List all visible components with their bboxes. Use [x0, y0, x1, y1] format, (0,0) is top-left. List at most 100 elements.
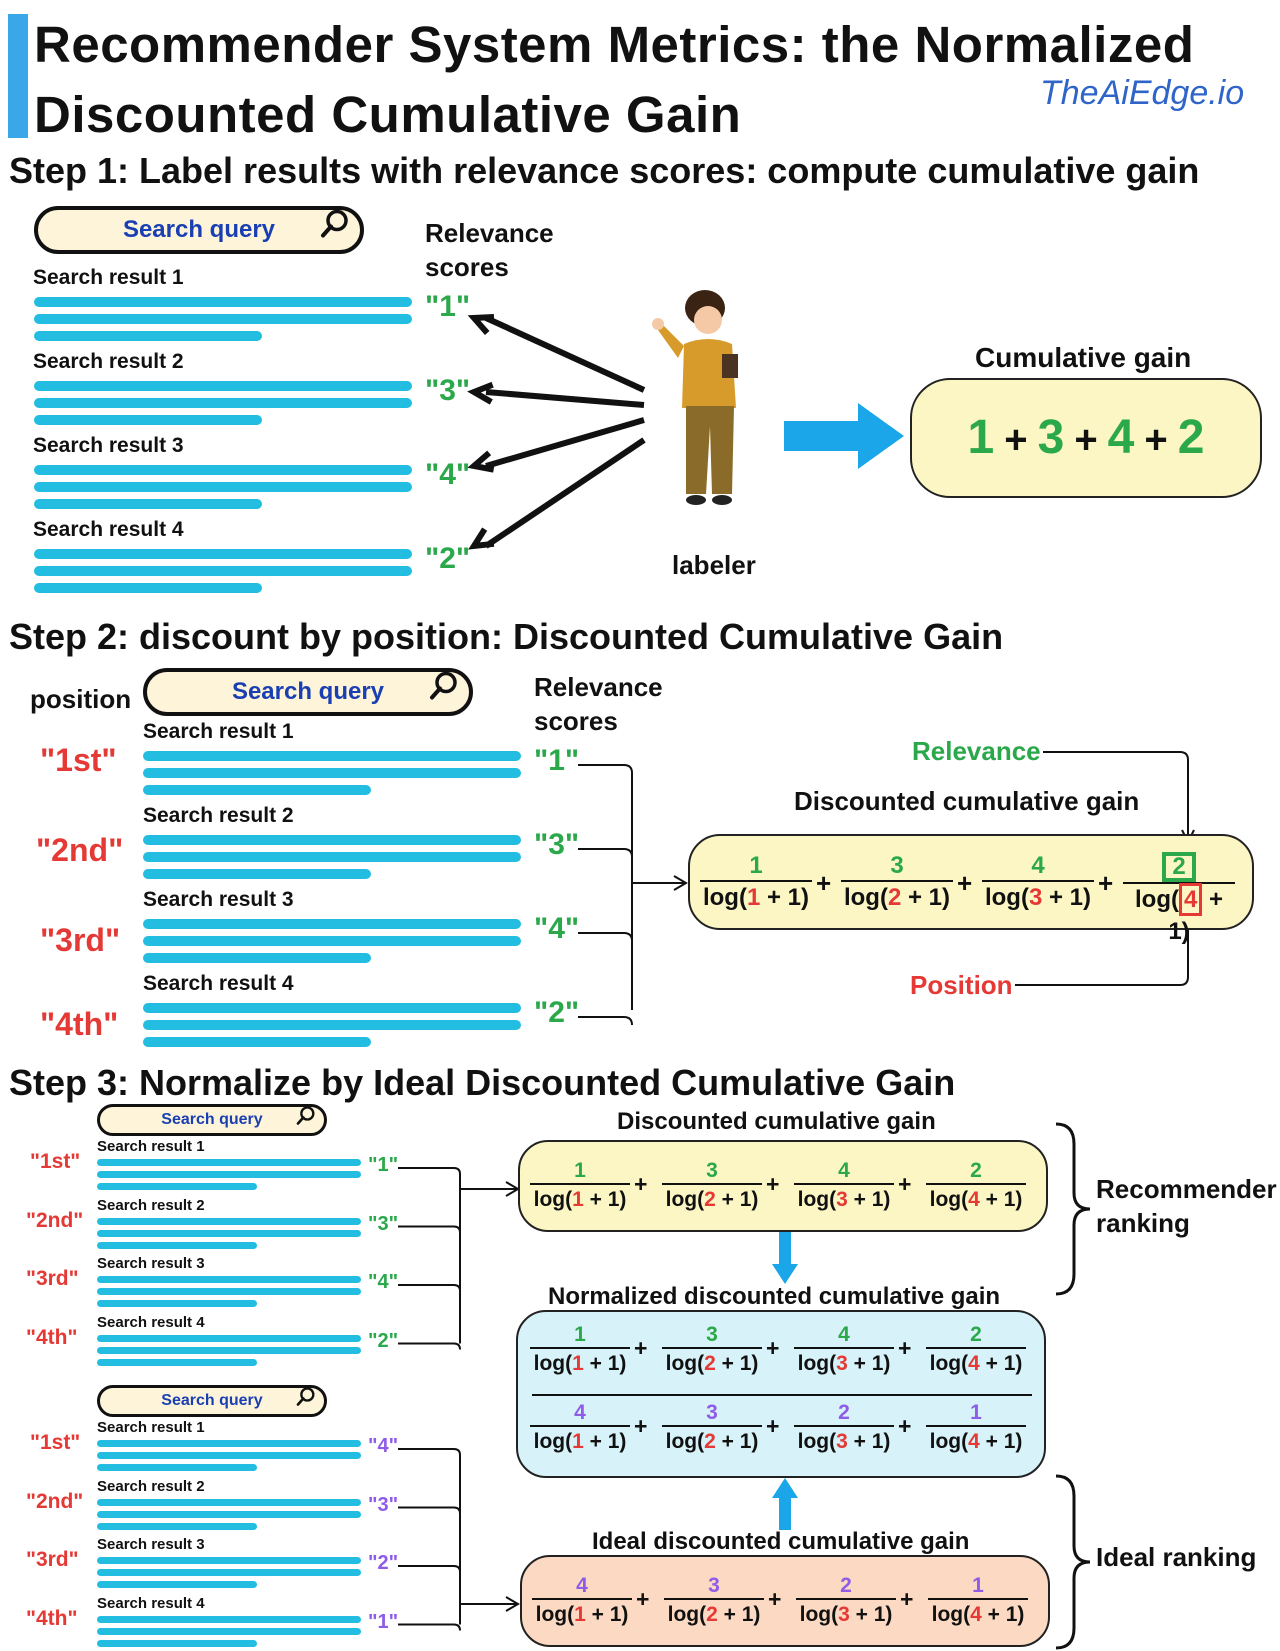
curly-brace — [1055, 1474, 1091, 1650]
search-result-label: Search result 4 — [97, 1594, 205, 1612]
log-suffix: + 1) — [847, 1352, 891, 1375]
result-text-line — [97, 1569, 361, 1576]
relevance-score: "1" — [368, 1610, 399, 1633]
search-query-box[interactable]: Search query — [97, 1385, 327, 1417]
log-prefix: log( — [1134, 886, 1179, 913]
position-value: 4 — [968, 1352, 980, 1375]
connector — [398, 1167, 461, 1175]
relevance-score: "2" — [368, 1329, 399, 1352]
fraction-denominator: log(3 + 1) — [796, 1598, 896, 1629]
log-prefix: log( — [929, 1430, 969, 1453]
search-result-label: Search result 4 — [97, 1313, 205, 1331]
log-prefix: log( — [797, 1430, 837, 1453]
fraction-numerator: 3 — [706, 1401, 718, 1424]
search-result-label: Search result 4 — [143, 972, 294, 995]
result-text-line — [143, 953, 371, 963]
search-icon — [320, 209, 350, 252]
log-prefix: log( — [929, 1188, 969, 1211]
ndcg-title: Normalized discounted cumulative gain — [548, 1283, 1001, 1310]
fraction-denominator: log(4 + 1) — [926, 1347, 1026, 1378]
title-accent-bar — [8, 14, 28, 138]
plus-sign: + — [898, 1335, 912, 1361]
recommender-ranking-line-1: Recommender — [1096, 1174, 1277, 1204]
log-prefix: log( — [533, 1430, 573, 1453]
result-text-line — [143, 919, 521, 929]
relevance-score: "2" — [368, 1552, 399, 1574]
result-text-line — [97, 1615, 361, 1623]
result-text-line — [143, 785, 371, 795]
connector — [578, 1016, 633, 1026]
log-suffix: + 1) — [715, 1188, 759, 1211]
fraction-numerator: 2 — [970, 1159, 982, 1182]
search-query-box[interactable]: Search query — [143, 668, 473, 716]
log-suffix: + 1) — [847, 1430, 891, 1453]
position-value: 1 — [572, 1352, 584, 1375]
main-fraction-bar — [532, 1394, 1032, 1396]
fraction-denominator: log(4 + 1) — [926, 1425, 1026, 1456]
fraction-denominator: log(4 + 1) — [1123, 882, 1235, 948]
plus-sign: + — [766, 1413, 780, 1439]
position-value: 3 — [836, 1188, 848, 1211]
plus-sign: + — [636, 1586, 650, 1612]
fraction-numerator: 3 — [708, 1574, 720, 1597]
search-query-box[interactable]: Search query — [34, 206, 364, 254]
log-prefix: log( — [843, 884, 888, 911]
result-text-line — [34, 331, 262, 341]
result-text-line — [143, 852, 521, 862]
connector-arrowhead — [505, 1596, 520, 1612]
search-query-label: Search query — [161, 1111, 263, 1128]
result-text-line — [143, 1020, 521, 1030]
title-line-2: Discounted Cumulative Gain — [34, 86, 742, 143]
log-prefix: log( — [665, 1352, 705, 1375]
callout-line — [1043, 751, 1189, 838]
fraction-numerator: 3 — [890, 852, 904, 879]
fraction-numerator: 3 — [706, 1159, 718, 1182]
plus-sign: + — [1074, 418, 1098, 462]
ideal-ranking-label: Ideal ranking — [1096, 1542, 1257, 1572]
log-suffix: + 1) — [583, 1430, 627, 1453]
position-value: 1 — [572, 1430, 584, 1453]
position-label: "1st" — [30, 1150, 81, 1173]
fraction-numerator: 1 — [749, 852, 763, 879]
relevance-score: "3" — [368, 1212, 399, 1235]
fraction-numerator: 2 — [838, 1401, 850, 1424]
position-label: "4th" — [26, 1325, 78, 1349]
search-query-box[interactable]: Search query — [97, 1104, 327, 1136]
fraction-denominator: log(2 + 1) — [662, 1347, 762, 1378]
labeler-caption: labeler — [672, 550, 756, 580]
position-value: 3 — [1028, 884, 1043, 911]
search-result-label: Search result 2 — [33, 350, 184, 373]
result-text-line — [97, 1440, 361, 1447]
cg-term: 3 — [1037, 411, 1065, 464]
relevance-callout: Relevance — [912, 736, 1041, 766]
position-label: "1st" — [30, 1431, 81, 1454]
cg-term: 4 — [1107, 411, 1135, 464]
log-suffix: + 1) — [715, 1430, 759, 1453]
result-text-line — [97, 1276, 361, 1283]
result-text-line — [143, 869, 371, 879]
result-text-line — [97, 1627, 361, 1635]
plus-sign: + — [1144, 418, 1168, 462]
result-text-line — [34, 297, 412, 307]
fraction-numerator: 1 — [970, 1401, 982, 1424]
result-text-line — [97, 1510, 361, 1518]
log-suffix: + 1) — [979, 1188, 1023, 1211]
fraction-denominator: log(2 + 1) — [662, 1183, 762, 1214]
fraction-numerator: 4 — [574, 1401, 586, 1424]
log-prefix: log( — [984, 884, 1029, 911]
search-query-label: Search query — [161, 1392, 263, 1409]
fraction-numerator: 1 — [972, 1574, 984, 1597]
result-text-line — [97, 1498, 361, 1506]
result-text-line — [97, 1159, 361, 1166]
